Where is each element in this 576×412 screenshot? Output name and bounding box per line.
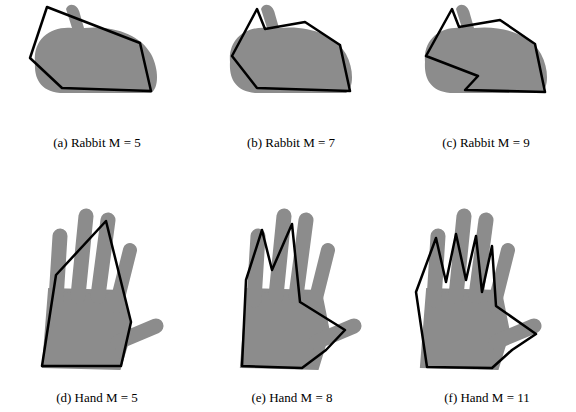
panel-caption: (a) Rabbit M = 5 <box>53 135 140 151</box>
polygon-approximation <box>416 234 536 368</box>
polygon-approximation <box>232 9 350 91</box>
panel-caption: (f) Hand M = 11 <box>444 390 530 406</box>
panel-caption: (d) Hand M = 5 <box>56 390 138 406</box>
panel-caption: (e) Hand M = 8 <box>252 390 333 406</box>
panel-caption: (b) Rabbit M = 7 <box>247 135 335 151</box>
hand-silhouette <box>44 216 156 368</box>
polygon-approximation <box>30 7 151 91</box>
panel-caption: (c) Rabbit M = 9 <box>442 135 529 151</box>
rabbit-silhouette <box>230 5 352 93</box>
hand-silhouette <box>242 216 354 368</box>
polygon-approximation <box>42 221 131 366</box>
rabbit-silhouette <box>425 5 547 93</box>
polygon-approximation <box>242 224 345 368</box>
polygon-approximation <box>426 9 545 92</box>
